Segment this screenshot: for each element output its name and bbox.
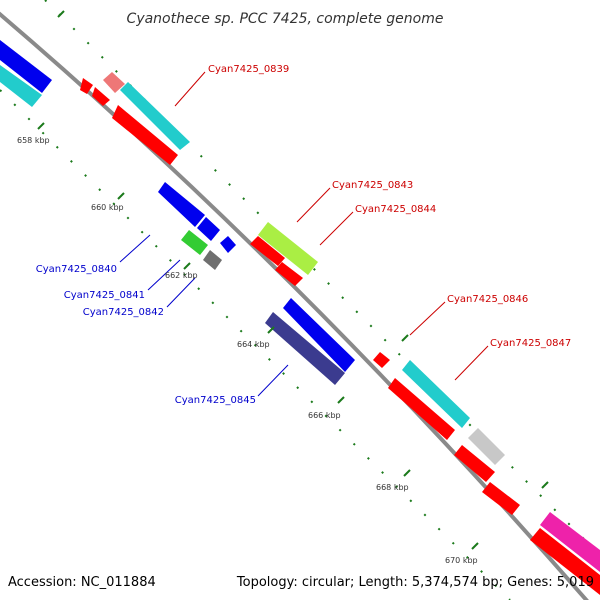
tick-mark-extra-a: [57, 10, 65, 18]
inner-tick-row: [0, 89, 511, 600]
label-0839[interactable]: Cyan7425_0839: [208, 64, 289, 75]
leader-0845: [257, 364, 289, 397]
label-0844[interactable]: Cyan7425_0844: [355, 204, 436, 215]
gene-0840b-arrow[interactable]: [197, 217, 220, 241]
label-0841[interactable]: Cyan7425_0841: [64, 290, 145, 301]
gene-labels: Cyan7425_0839 Cyan7425_0840 Cyan7425_084…: [36, 64, 572, 406]
gene-0841-arrow[interactable]: [181, 230, 208, 255]
leader-0840: [119, 234, 151, 263]
tick-mark-666: [337, 396, 345, 404]
gene-red-arrow-a[interactable]: [80, 78, 93, 94]
gene-0846-arrow[interactable]: [402, 360, 470, 428]
gene-0840-arrow[interactable]: [158, 182, 205, 227]
gene-0844-arrow-b[interactable]: [275, 262, 303, 286]
reverse-genes: [158, 182, 355, 385]
label-0845[interactable]: Cyan7425_0845: [175, 395, 256, 406]
tick-mark-668: [403, 469, 411, 477]
gene-cyan-topleft[interactable]: [0, 65, 42, 107]
forward-genes: [0, 40, 600, 595]
leader-0842: [166, 277, 196, 308]
label-leaders: [119, 71, 489, 397]
tick-label-664: 664 kbp: [237, 340, 270, 349]
leader-0841: [147, 259, 181, 291]
tick-label-668: 668 kbp: [376, 483, 409, 492]
leader-0847: [454, 345, 489, 381]
label-0842[interactable]: Cyan7425_0842: [83, 307, 164, 318]
gene-red-arrow-e[interactable]: [482, 482, 520, 515]
gene-lightred-arrow[interactable]: [103, 72, 125, 93]
leader-0839: [174, 71, 206, 107]
gene-small-red-arrow[interactable]: [373, 352, 390, 368]
tick-label-666: 666 kbp: [308, 411, 341, 420]
gene-0845-arrow[interactable]: [265, 312, 345, 385]
tick-label-670: 670 kbp: [445, 556, 478, 565]
tick-mark-extra-b: [401, 334, 409, 342]
label-0847[interactable]: Cyan7425_0847: [490, 338, 571, 349]
leader-0843: [296, 187, 331, 223]
gene-0845b-arrow[interactable]: [283, 298, 355, 372]
gene-0842-arrow[interactable]: [203, 250, 222, 270]
gene-lightgray-arrow[interactable]: [468, 428, 505, 465]
tick-mark-658: [37, 122, 45, 130]
genome-summary-text: Topology: circular; Length: 5,374,574 bp…: [236, 575, 594, 590]
gene-0844-arrow-a[interactable]: [250, 236, 285, 266]
tick-mark-662: [183, 262, 191, 270]
gene-blue-topleft[interactable]: [0, 40, 52, 93]
label-0843[interactable]: Cyan7425_0843: [332, 180, 413, 191]
gene-0843-arrow[interactable]: [258, 222, 318, 275]
gene-red-arrow-c[interactable]: [112, 105, 178, 165]
tick-mark-664: [267, 326, 275, 334]
leader-0846: [409, 301, 446, 336]
tick-label-660: 660 kbp: [91, 203, 124, 212]
gene-red-arrow-f[interactable]: [530, 528, 600, 595]
position-ticks: 658 kbp 660 kbp 662 kbp 664 kbp 666 kbp …: [17, 10, 549, 565]
tick-mark-660: [117, 192, 125, 200]
leader-0844: [319, 211, 354, 246]
gene-red-arrow-b[interactable]: [92, 87, 110, 106]
gene-small-blue-arrow[interactable]: [220, 236, 236, 253]
tick-mark-670: [471, 542, 479, 550]
gene-magenta-arrow[interactable]: [540, 512, 600, 572]
tick-mark-extra-c: [541, 481, 549, 489]
label-0846[interactable]: Cyan7425_0846: [447, 294, 528, 305]
gene-0839-arrow[interactable]: [120, 82, 190, 150]
tick-label-658: 658 kbp: [17, 136, 50, 145]
gene-0847-arrow[interactable]: [388, 378, 455, 440]
label-0840[interactable]: Cyan7425_0840: [36, 264, 117, 275]
gene-red-arrow-d[interactable]: [454, 445, 495, 482]
tick-label-662: 662 kbp: [165, 271, 198, 280]
genome-title: Cyanothece sp. PCC 7425, complete genome: [127, 11, 444, 27]
accession-text: Accession: NC_011884: [8, 575, 156, 590]
